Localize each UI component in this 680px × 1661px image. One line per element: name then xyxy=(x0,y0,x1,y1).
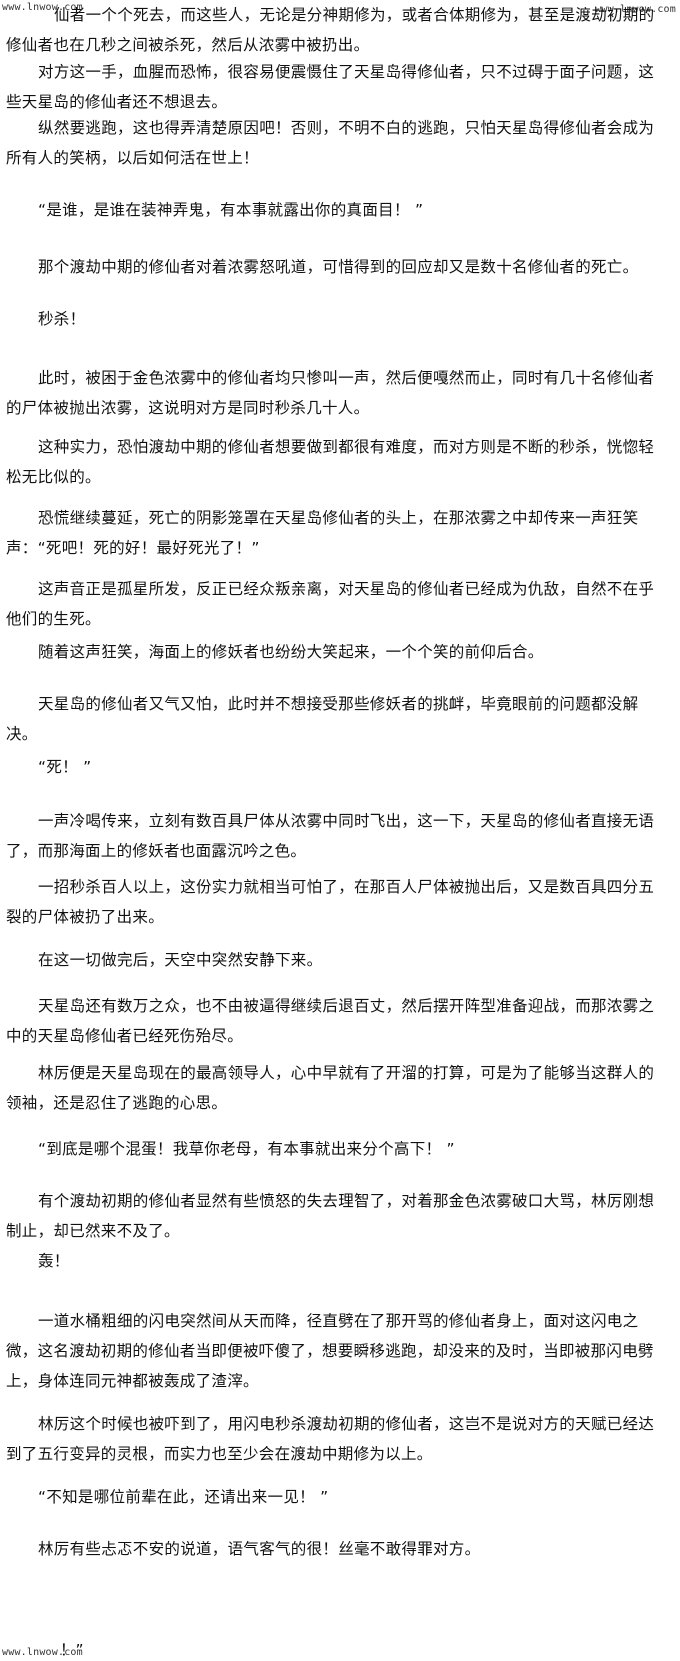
paragraph: 这种实力，恐怕渡劫中期的修仙者想要做到都很有难度，而对方则是不断的秒杀，恍惚轻松… xyxy=(6,438,655,486)
watermark-bottom-left: www.lnwow.com xyxy=(2,1647,83,1658)
paragraph: 一声冷喝传来，立刻有数百具尸体从浓雾中同时飞出，这一下，天星岛的修仙者直接无语了… xyxy=(6,812,655,860)
paragraph: 仙者一个个死去，而这些人，无论是分神期修为，或者合体期修为，甚至是渡劫初期的修仙… xyxy=(6,6,655,54)
paragraph: 林厉便是天星岛现在的最高领导人，心中早就有了开溜的打算，可是为了能够当这群人的领… xyxy=(6,1064,655,1112)
paragraph: “到底是哪个混蛋！我草你老母，有本事就出来分个高下！ ” xyxy=(38,1140,455,1158)
paragraph: 这声音正是孤星所发，反正已经众叛亲离，对天星岛的修仙者已经成为仇敌，自然不在乎他… xyxy=(6,580,655,628)
paragraph: 秒杀！ xyxy=(38,310,86,328)
paragraph: 轰！ xyxy=(38,1252,70,1270)
paragraph: 那个渡劫中期的修仙者对着浓雾怒吼道，可惜得到的回应却又是数十名修仙者的死亡。 xyxy=(38,258,639,276)
paragraph: 天星岛还有数万之众，也不由被逼得继续后退百丈，然后摆开阵型准备迎战，而那浓雾之中… xyxy=(6,997,655,1045)
watermark-top-right: www.lnwow.com xyxy=(595,4,676,15)
paragraph: 有个渡劫初期的修仙者显然有些愤怒的失去理智了，对着那金色浓雾破口大骂，林厉刚想制… xyxy=(6,1192,655,1240)
paragraph: 恐慌继续蔓延，死亡的阴影笼罩在天星岛修仙者的头上，在那浓雾之中却传来一声狂笑声：… xyxy=(6,509,639,557)
paragraph: 此时，被困于金色浓雾中的修仙者均只惨叫一声，然后便嘎然而止，同时有几十名修仙者的… xyxy=(6,369,655,417)
paragraph: 纵然要逃跑，这也得弄清楚原因吧！否则，不明不白的逃跑，只怕天星岛得修仙者会成为所… xyxy=(6,119,655,167)
paragraph: 天星岛的修仙者又气又怕，此时并不想接受那些修妖者的挑衅，毕竟眼前的问题都没解决。 xyxy=(6,695,639,743)
paragraph: 一道水桶粗细的闪电突然间从天而降，径直劈在了那开骂的修仙者身上，面对这闪电之微，… xyxy=(6,1312,654,1390)
paragraph: 林厉这个时候也被吓到了，用闪电秒杀渡劫初期的修仙者，这岂不是说对方的天赋已经达到… xyxy=(6,1415,655,1463)
paragraph: 随着这声狂笑，海面上的修妖者也纷纷大笑起来，一个个笑的前仰后合。 xyxy=(38,643,544,661)
cut-off-line: ！” xyxy=(60,1641,84,1659)
paragraph: “死！ ” xyxy=(38,758,92,776)
paragraph: 对方这一手，血腥而恐怖，很容易便震慑住了天星岛得修仙者，只不过碍于面子问题，这些… xyxy=(6,63,655,111)
paragraph: “是谁，是谁在装神弄鬼，有本事就露出你的真面目！ ” xyxy=(38,201,424,219)
paragraph: 林厉有些忐忑不安的说道，语气客气的很！丝毫不敢得罪对方。 xyxy=(38,1540,481,1558)
watermark-top-left: www.lnwow.com xyxy=(2,2,83,13)
paragraph: 一招秒杀百人以上，这份实力就相当可怕了，在那百人尸体被抛出后，又是数百具四分五裂… xyxy=(6,878,655,926)
paragraph: “不知是哪位前辈在此，还请出来一见！ ” xyxy=(38,1488,329,1506)
paragraph: 在这一切做完后，天空中突然安静下来。 xyxy=(38,951,323,969)
